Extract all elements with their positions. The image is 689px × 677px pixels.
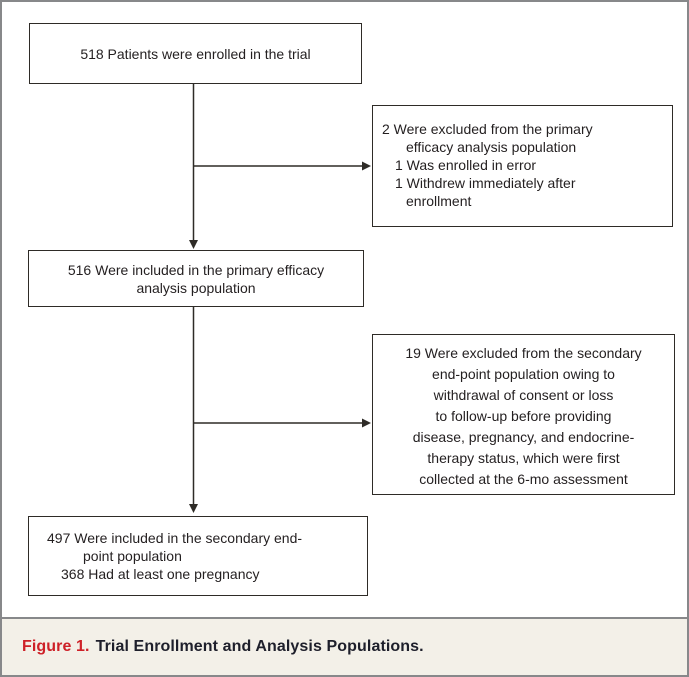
flow-arrows [189, 84, 371, 513]
box-line: enrollment [406, 193, 472, 209]
box-line: point population [83, 548, 182, 564]
figure-title: Trial Enrollment and Analysis Population… [95, 638, 424, 655]
box-primary-population: 516 Were included in the primary efficac… [28, 250, 364, 307]
box-line: 518 Patients were enrolled in the trial [80, 45, 311, 62]
box-line: analysis population [136, 279, 256, 296]
box-line: disease, pregnancy, and endocrine- [412, 429, 635, 445]
box-line: collected at the 6-mo assessment [419, 471, 628, 487]
box-line: 497 Were included in the secondary end- [47, 530, 303, 546]
box-line: 516 Were included in the primary efficac… [67, 261, 325, 278]
box-line: 368 Had at least one pregnancy [61, 566, 260, 582]
caption-band: Figure 1. Trial Enrollment and Analysis P… [2, 617, 687, 675]
box-line: 19 Were excluded from the secondary [405, 345, 642, 361]
box-line: end-point population owing to [432, 366, 615, 382]
box-secondary-population: 497 Were included in the secondary end- … [28, 516, 368, 596]
box-line: withdrawal of consent or loss [433, 387, 614, 403]
flow-diagram: 518 Patients were enrolled in the trial … [2, 2, 687, 617]
figure-caption: Figure 1. Trial Enrollment and Analysis P… [22, 638, 424, 656]
figure-label: Figure 1. [22, 638, 90, 655]
arrowhead-right-excluded-primary [362, 161, 371, 171]
box-excluded-secondary: 19 Were excluded from the secondary end-… [372, 334, 675, 495]
box-enrolled: 518 Patients were enrolled in the trial [29, 23, 362, 84]
box-line: 1 Withdrew immediately after [395, 175, 576, 191]
arrowhead-right-excluded-secondary [362, 418, 371, 428]
box-line: 1 Was enrolled in error [395, 157, 537, 173]
box-line: 2 Were excluded from the primary [382, 121, 593, 137]
box-excluded-primary: 2 Were excluded from the primary efficac… [372, 105, 673, 227]
box-line: to follow-up before providing [435, 408, 612, 424]
box-line: therapy status, which were first [427, 450, 620, 466]
arrowhead-down-primary [189, 240, 198, 249]
box-line: efficacy analysis population [406, 139, 577, 155]
arrowhead-down-secondary [189, 504, 198, 513]
